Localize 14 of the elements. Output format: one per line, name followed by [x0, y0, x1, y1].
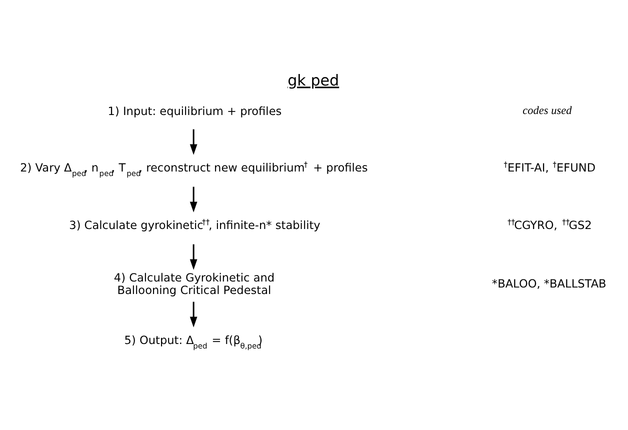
label: codes used	[522, 105, 572, 118]
label: $^{††}$CGYRO, $^{††}$GS2	[507, 218, 592, 232]
node-text: 1) Input: equilibrium + profiles	[108, 105, 282, 118]
arrow	[190, 186, 198, 212]
node-text: 5) Output: Δ$_{ped}$ = f(β$_{θ,ped}$)	[124, 334, 263, 351]
node-text: 4) Calculate Gyrokinetic and Ballooning Critical Pedestal	[114, 272, 275, 297]
arrow	[190, 302, 198, 328]
arrow	[190, 129, 198, 155]
node-text: 2) Vary Δ$_{ped}$, n$_{ped}$, T$_{ped}$, reconstruct new equilibrium$^{†}$ + profiles	[20, 160, 368, 178]
arrow	[190, 244, 198, 270]
label: $^{†}$EFIT-AI, $^{†}$EFUND	[504, 160, 596, 175]
label: *BALOO, *BALLSTAB	[492, 278, 606, 291]
diagram-title: gk ped	[288, 72, 340, 90]
node-text: 3) Calculate gyrokinetic$^{††}$, infinite-n* stability	[69, 218, 320, 232]
